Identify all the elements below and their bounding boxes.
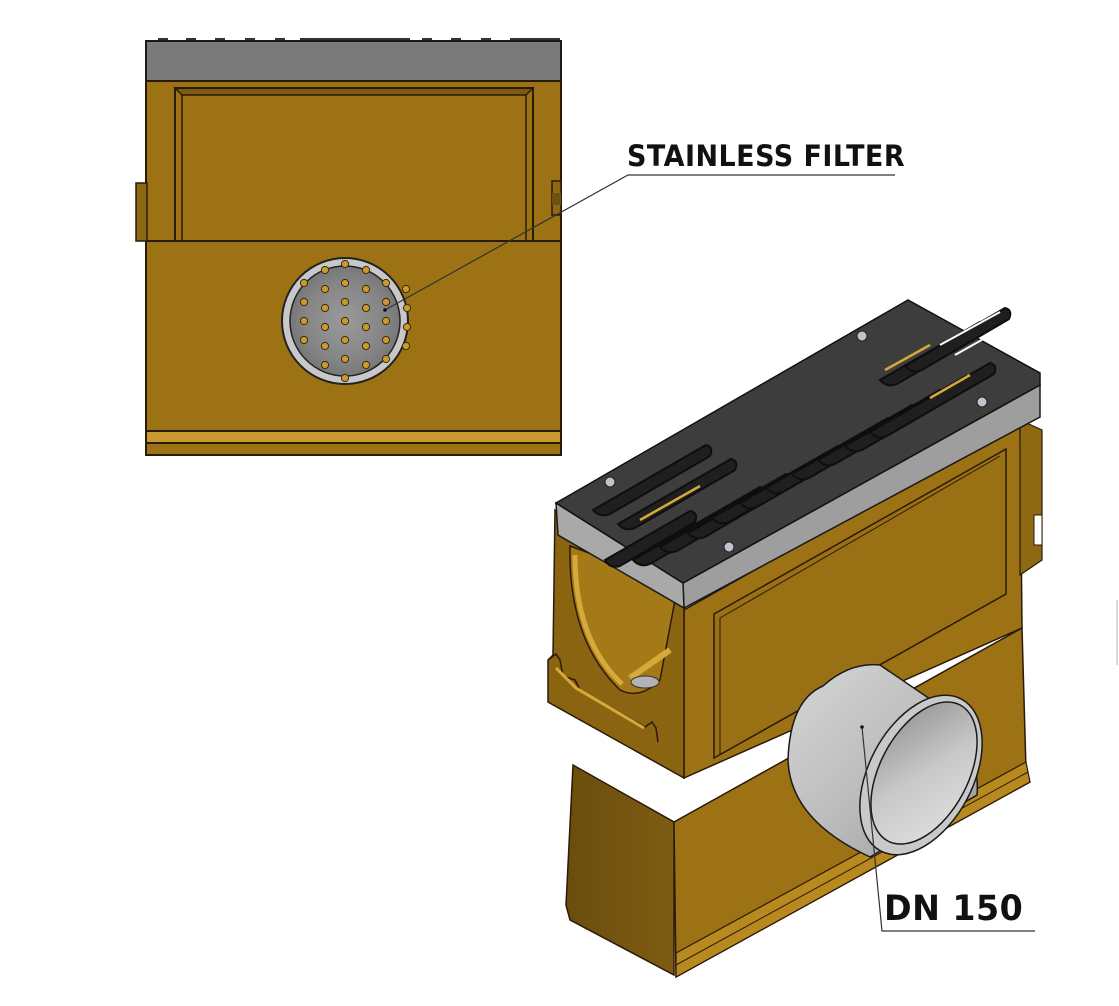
bolt-icon bbox=[976, 396, 988, 408]
bolt-icon bbox=[604, 476, 616, 488]
iso-grate-bolts bbox=[604, 330, 988, 553]
iso-grate-slots bbox=[591, 306, 1012, 568]
front-view bbox=[135, 38, 895, 456]
iso-flange bbox=[547, 652, 659, 743]
iso-lower-left-face bbox=[565, 763, 675, 977]
front-grate-frame bbox=[145, 40, 562, 82]
front-side-lug-left bbox=[135, 182, 148, 242]
stainless-filter-label: STAINLESS FILTER bbox=[627, 139, 906, 173]
stainless-filter bbox=[281, 257, 412, 385]
dn-leader-line bbox=[861, 726, 1035, 932]
bolt-icon bbox=[856, 330, 868, 342]
front-recess-panel bbox=[173, 87, 535, 96]
pipe-outlet-dn150 bbox=[787, 663, 983, 858]
filter-leader-line bbox=[384, 174, 895, 311]
bolt-icon bbox=[723, 541, 735, 553]
iso-recess-panel bbox=[713, 447, 1007, 760]
iso-slot-highlights bbox=[639, 343, 971, 522]
isometric-view bbox=[547, 299, 1043, 979]
front-base-stripe bbox=[147, 431, 560, 443]
filter-holes bbox=[299, 259, 412, 383]
dn150-outlet-label: DN 150 bbox=[884, 889, 1024, 929]
iso-right-lug bbox=[1019, 419, 1043, 577]
